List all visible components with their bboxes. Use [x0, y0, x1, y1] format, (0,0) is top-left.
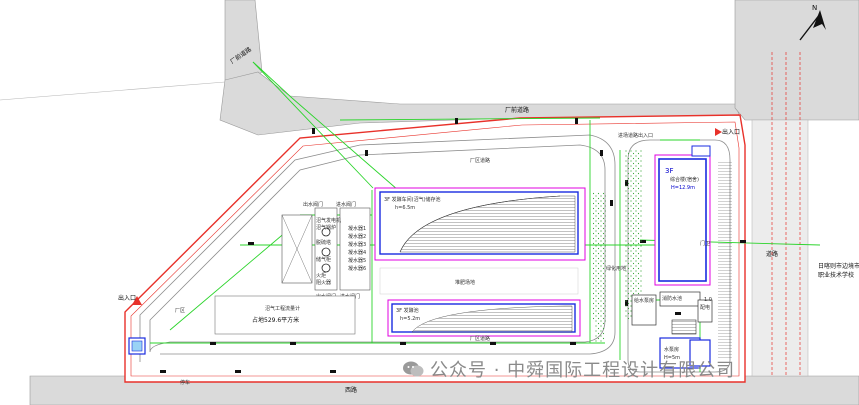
tank-small-height: h=5.2m [400, 316, 420, 322]
watermark-text: 公众号 · 中舜国际工程设计有限公司 [430, 360, 736, 381]
small-fermentation-tank: 3F 发酵池 h=5.2m [387, 299, 581, 337]
compost-yard: 堆肥场地 [379, 267, 579, 295]
equip-right-1: 凝水器1 [348, 225, 366, 232]
equip-right-3: 凝水器3 [348, 241, 366, 248]
equip-left-1: 沼气发电机 [316, 217, 341, 224]
inner-road-bottom-label: 厂区道路 [470, 335, 490, 342]
green-belts: 绿化用地 [592, 150, 643, 342]
building-3f-sub: 综合楼(宿舍) [670, 176, 699, 183]
pipe-gallery: 沼气工程流量计 占地529.6平方米 [214, 295, 356, 335]
right-small-2: 消防水池 [662, 295, 682, 302]
yard-label: 堆肥场地 [455, 279, 475, 286]
equip-left-3: 脱硫塔 [316, 239, 331, 246]
equip-left-4: 储气柜 [316, 256, 331, 263]
equip-left-5: 火炬 [316, 272, 326, 279]
building-3f-label: 3F [665, 167, 673, 175]
wechat-icon [403, 361, 424, 377]
inner-road-top-label: 厂区道路 [470, 157, 490, 164]
left-entrance: 出入口 [118, 294, 146, 355]
pump-house-label: 水泵房 [664, 346, 679, 353]
pipe-box-title: 沼气工程流量计 [265, 305, 300, 312]
right-entrance: 出入口 进场道路出入口 [618, 128, 740, 139]
east-boundary-2: 职业技术学校 [818, 271, 854, 279]
entrance-right-label: 出入口 [722, 128, 740, 136]
gatehouse-label: 门卫 [700, 240, 710, 247]
dormitory-building: 3F 综合楼(宿舍) H=12.9m [654, 154, 732, 360]
right-small-3: 配电 [700, 304, 710, 311]
equip-top-2: 进水阀门 [336, 201, 356, 208]
pipe-network [150, 61, 821, 372]
scale-top-right: 进场道路出入口 [618, 132, 653, 139]
equip-right-2: 凝水器2 [348, 233, 366, 240]
building-3f-height: H=12.9m [671, 185, 695, 191]
equip-right-4: 凝水器4 [348, 249, 366, 256]
tank-large-height: h=6.5m [395, 205, 415, 211]
road-bottom-label: 西路 [345, 386, 357, 394]
right-small-4: 1.0 [704, 297, 712, 303]
parking-label: 停车 [180, 379, 190, 386]
equip-left-6: 阻火器 [316, 279, 331, 286]
side-label-north: 厂区 [175, 308, 185, 314]
north-arrow-icon: N [799, 4, 826, 41]
east-road-label: 道路 [766, 250, 778, 258]
equip-left-2: 沼气锅炉 [316, 224, 336, 231]
equip-right-5: 凝水器5 [348, 257, 366, 264]
right-small-1: 给水泵房 [634, 297, 654, 304]
tank-large-title: 3F 发酵车间(沼气)储存池 [384, 196, 441, 203]
equip-right-6: 凝水器6 [348, 265, 366, 272]
entrance-left-label: 出入口 [118, 294, 136, 302]
equipment-area: 出水阀门 进水阀门 出水阀门 进水阀门 沼气发电机 沼气锅炉 脱硫塔 储气柜 火… [281, 201, 371, 300]
equip-top-1: 出水阀门 [303, 201, 323, 208]
green-area-label: 绿化用地 [606, 265, 626, 272]
large-fermentation-tank: 3F 发酵车间(沼气)储存池 h=6.5m [374, 187, 586, 261]
pipe-box-area: 占地529.6平方米 [252, 316, 299, 324]
road-top-label: 厂前道路 [505, 106, 529, 114]
east-boundary-1: 日喀则市边境市 [818, 262, 859, 270]
tank-small-title: 3F 发酵池 [396, 307, 419, 314]
auxiliary-buildings: 水泵房 H=5m 给水泵房 消防水池 配电 1.0 门卫 [631, 145, 713, 369]
svg-text:N: N [812, 4, 817, 12]
pump-house-height: H=5m [664, 355, 680, 361]
watermark: 公众号 · 中舜国际工程设计有限公司 [402, 356, 735, 382]
